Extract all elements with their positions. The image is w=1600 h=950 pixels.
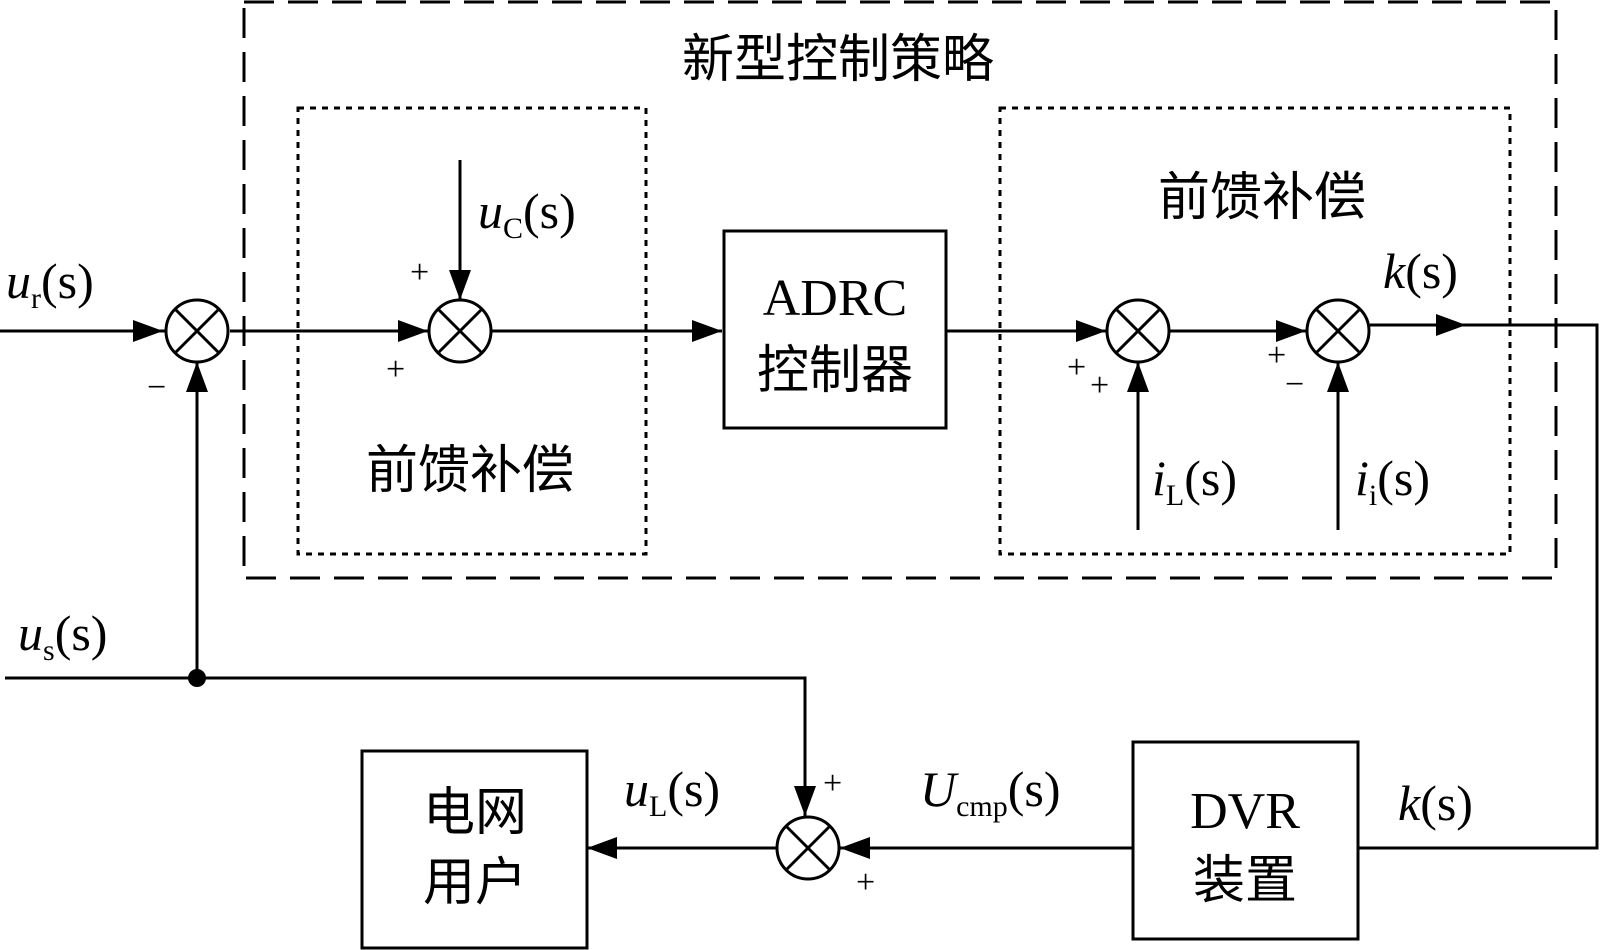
- sign-sum4-minus: −: [1285, 366, 1304, 403]
- arrow-ur: [133, 320, 163, 342]
- adrc-line2: 控制器: [757, 343, 913, 400]
- sum-junction-2: [427, 298, 493, 364]
- grid-line1: 电网: [423, 785, 527, 842]
- sign-sum2-plus-left: +: [386, 351, 405, 388]
- ff-left-label: 前馈补偿: [366, 443, 574, 500]
- ff-right-label: 前馈补偿: [1158, 170, 1366, 227]
- arrow-sum4-in: [1276, 320, 1306, 342]
- label-k-top: k(s): [1383, 243, 1458, 299]
- label-us: us(s): [18, 605, 107, 667]
- adrc-controller-block: ADRC 控制器: [722, 229, 948, 430]
- sign-sum5-plus-top: +: [823, 765, 842, 802]
- sign-sum3-plus-a: +: [1067, 349, 1086, 386]
- arrow-sum5-in-right: [840, 837, 870, 859]
- arrow-grid-in: [587, 837, 617, 859]
- dvr-line1: DVR: [1190, 783, 1300, 840]
- arrow-k: [1436, 314, 1466, 336]
- arrow-il: [1127, 362, 1149, 392]
- label-ucmp: Ucmp(s): [920, 761, 1061, 823]
- label-k-right: k(s): [1398, 775, 1473, 831]
- grid-user-block: 电网 用户: [360, 749, 589, 950]
- arrow-ii: [1327, 362, 1349, 392]
- arrow-sum3-in: [1076, 320, 1106, 342]
- strategy-title: 新型控制策略: [682, 32, 994, 89]
- sum-junction-5: [775, 815, 841, 881]
- grid-line2: 用户: [423, 855, 527, 912]
- adrc-line1: ADRC: [763, 270, 907, 327]
- dvr-device-block: DVR 装置: [1131, 740, 1360, 941]
- arrow-sum1-bottom: [186, 362, 208, 392]
- sign-sum3-plus-b: +: [1090, 367, 1109, 404]
- label-il: iL(s): [1152, 450, 1237, 512]
- ff-right-boundary: [998, 106, 1512, 556]
- junction-dot: [188, 669, 206, 687]
- sum-junction-1: [164, 298, 230, 364]
- sign-sum1-minus: −: [147, 369, 166, 406]
- wire-us: [5, 676, 807, 816]
- sum-junction-4: [1305, 298, 1371, 364]
- strategy-boundary: [242, 0, 1558, 580]
- arrow-sum5-in-top: [794, 786, 816, 816]
- label-ul: uL(s): [624, 761, 720, 823]
- sign-sum5-plus-bottom: +: [856, 864, 875, 901]
- dvr-line2: 装置: [1193, 853, 1297, 910]
- sum-junction-3: [1105, 298, 1171, 364]
- label-uc: uC(s): [478, 183, 576, 245]
- arrow-sum2-in: [398, 320, 428, 342]
- label-ur: ur(s): [6, 253, 94, 315]
- arrow-adrc-in: [692, 320, 722, 342]
- sign-sum2-plus-top: +: [410, 254, 429, 291]
- wire-k-out: [1358, 323, 1599, 850]
- label-ii: ii(s): [1355, 450, 1430, 512]
- sign-sum4-plus: +: [1267, 337, 1286, 374]
- ff-left-boundary: [296, 106, 648, 556]
- arrow-uc: [449, 270, 471, 300]
